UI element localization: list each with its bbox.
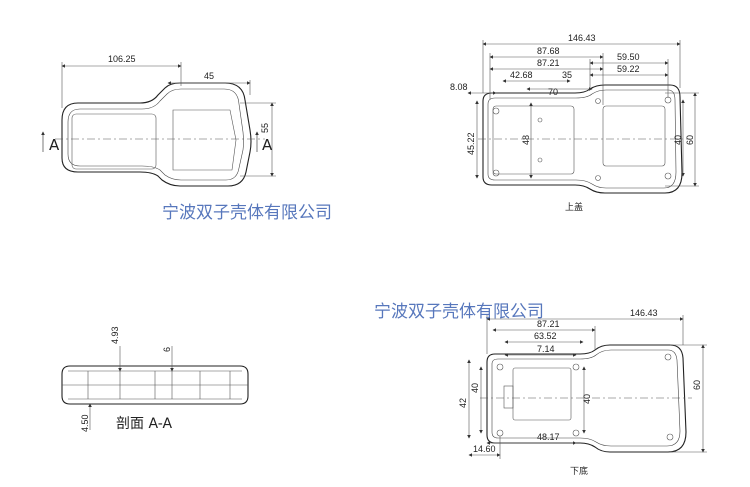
- top-cover-screen-left: [492, 105, 575, 175]
- dim-label: 70: [548, 87, 558, 97]
- dim-label: 60: [692, 380, 702, 390]
- dim-label: 42: [458, 398, 468, 408]
- dim-overall-label: 146.43: [630, 308, 658, 318]
- watermark-text: 宁波双子壳体有限公司: [374, 302, 544, 322]
- dim-label: 40: [470, 383, 480, 393]
- dim-label: 35: [562, 70, 572, 80]
- dim-label: 59.50: [617, 52, 640, 62]
- dim-label: 63.52: [534, 331, 557, 341]
- dim-label: 59.22: [617, 64, 640, 74]
- screw-boss: [572, 429, 580, 437]
- screw-boss: [496, 363, 504, 371]
- dim-label: 87.68: [537, 46, 560, 56]
- side-view-screen-right: [172, 109, 237, 171]
- dim-length-label: 106.25: [108, 54, 136, 64]
- bottom-cover-outline: [486, 344, 687, 453]
- top-cover-view: [467, 40, 699, 194]
- dim-label: 45.22: [466, 132, 476, 155]
- screw-boss: [572, 363, 580, 371]
- screw-boss: [595, 175, 601, 181]
- dim-label: 48: [521, 135, 531, 145]
- battery-clip: [503, 385, 514, 409]
- dim-label: 40: [673, 135, 683, 145]
- bottom-cover-view: [467, 315, 707, 459]
- dim-label: 87.21: [537, 319, 560, 329]
- dim-overall-label: 146.43: [568, 33, 596, 43]
- battery-compartment: [512, 367, 572, 421]
- section-caption: 剖面 A-A: [116, 416, 172, 432]
- screw-boss: [537, 117, 543, 123]
- screw-boss: [595, 98, 601, 104]
- dim-label: 48.17: [537, 432, 560, 442]
- screw-boss: [666, 433, 674, 441]
- section-mark-right: A: [262, 136, 273, 154]
- screw-boss: [664, 172, 672, 180]
- section-outline: [61, 365, 249, 405]
- screw-boss: [492, 107, 500, 115]
- screw-boss: [496, 429, 504, 437]
- dim-label: 87.21: [537, 58, 560, 68]
- side-view-inner-outline: [67, 88, 244, 181]
- side-view: [41, 62, 276, 187]
- dim-label: 8.08: [450, 82, 468, 92]
- dim-label: 6: [162, 347, 172, 352]
- dim-label: 42.68: [510, 70, 533, 80]
- section-mark-left: A: [49, 136, 60, 154]
- side-view-screen-left: [71, 113, 157, 170]
- top-cover-screen-right: [602, 105, 666, 167]
- dim-neck-label: 45: [204, 71, 214, 81]
- bottom-cover-caption: 下底: [570, 465, 588, 477]
- watermark-text: 宁波双子壳体有限公司: [162, 203, 332, 223]
- dim-label: 60: [685, 135, 695, 145]
- dim-label: 4.50: [80, 414, 90, 432]
- top-cover-inner-outline: [487, 89, 677, 189]
- dim-label: 4.93: [110, 326, 120, 344]
- dim-label: 40: [582, 394, 592, 404]
- top-cover-caption: 上盖: [565, 201, 583, 213]
- screw-boss: [537, 157, 543, 163]
- side-view-outline: [61, 82, 252, 187]
- bottom-cover-inner-outline: [491, 349, 681, 447]
- dim-label: 7.14: [537, 344, 555, 354]
- section-view: [61, 346, 249, 430]
- screw-boss: [664, 353, 672, 361]
- dim-height-label: 55: [260, 123, 270, 133]
- screw-boss: [492, 169, 500, 177]
- dim-label: 14.60: [473, 444, 496, 454]
